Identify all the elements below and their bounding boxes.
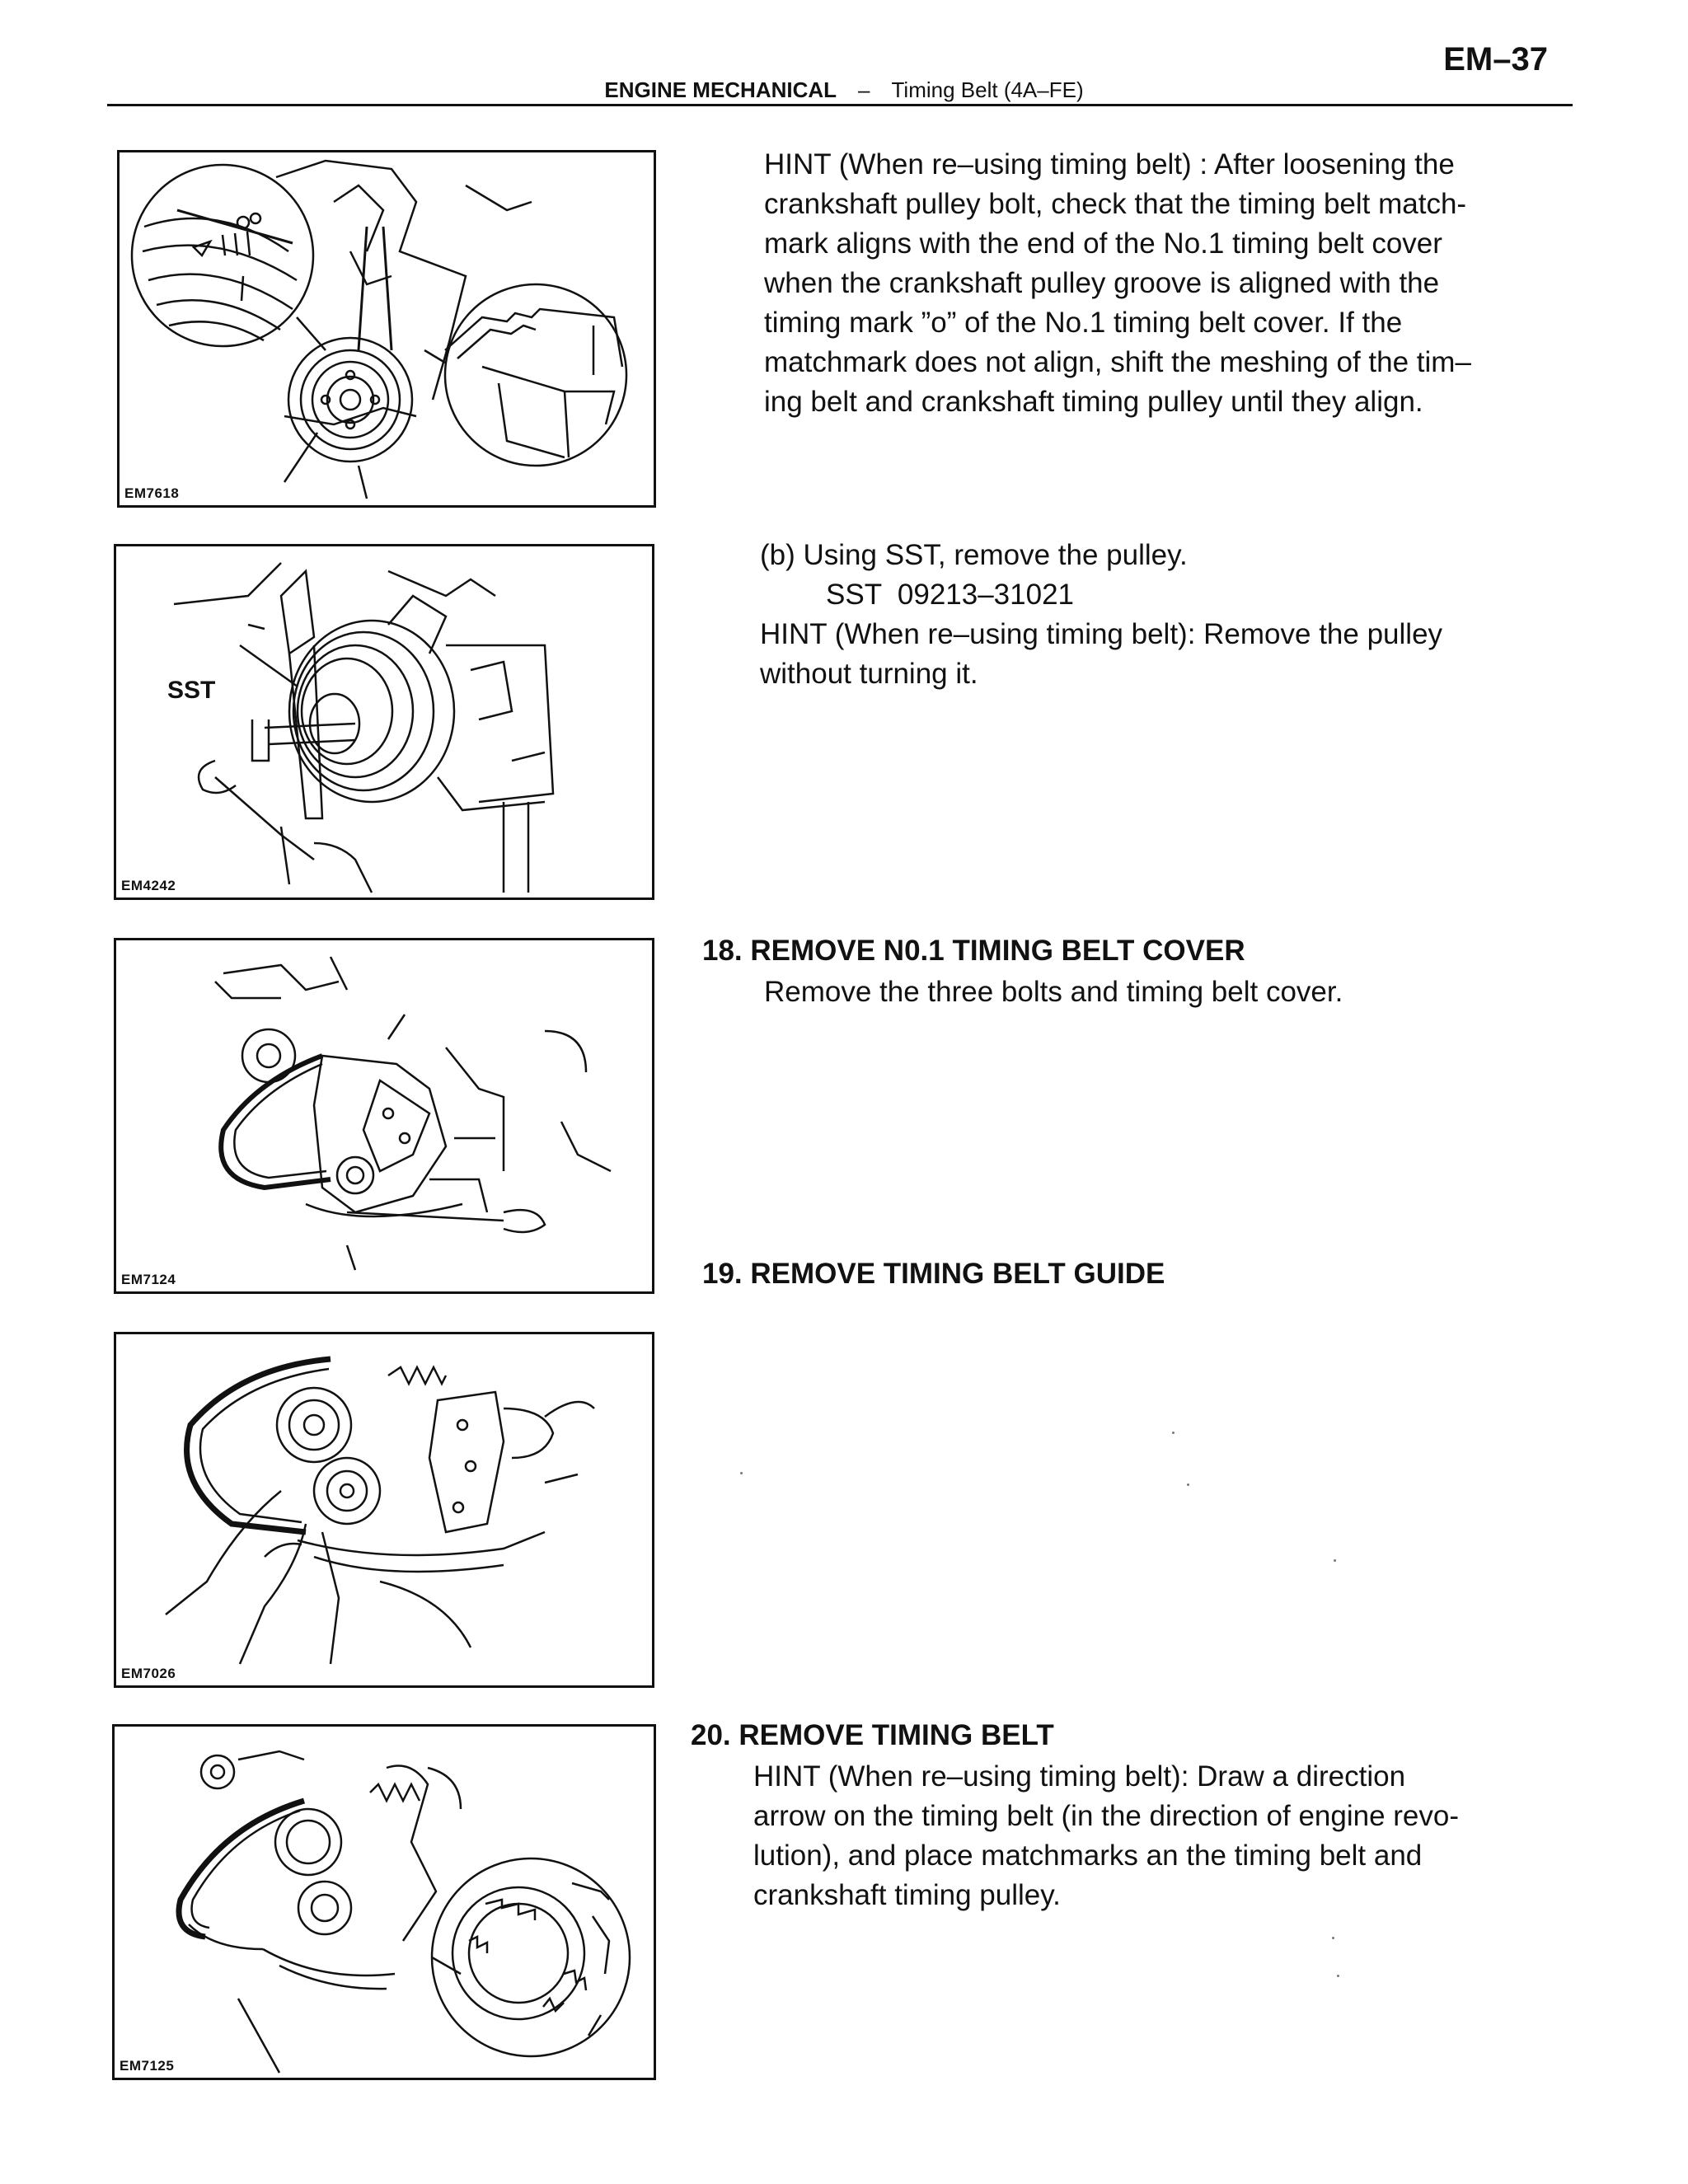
text-line: arrow on the timing belt (in the directi… (753, 1800, 1460, 1832)
figure-code: EM7618 (124, 485, 180, 501)
text-line: when the crankshaft pulley groove is ali… (764, 267, 1440, 299)
step-19-heading: 19. REMOVE TIMING BELT GUIDE (702, 1258, 1165, 1290)
text-line: lution), and place matchmarks an the tim… (753, 1840, 1423, 1872)
step-20-hint: HINT (When re–using timing belt): Draw a… (753, 1757, 1459, 1915)
text-line: matchmark does not align, shift the mesh… (764, 346, 1471, 378)
figure-em7124: EM7124 (114, 938, 654, 1294)
header-separator: – (858, 77, 870, 102)
figure-em7026: EM7026 (114, 1332, 654, 1688)
timing-belt-guide-illustration (165, 1356, 595, 1665)
figure-em7618: EM7618 (117, 150, 656, 508)
scan-speck (1334, 1559, 1336, 1562)
step-b-block: (b) Using SST, remove the pulley. SST 09… (760, 536, 1442, 694)
step-18-text: Remove the three bolts and timing belt c… (764, 976, 1343, 1008)
figure-code: EM7125 (120, 2058, 175, 2074)
sst-callout: SST (167, 677, 216, 704)
timing-belt-removal-illustration (176, 1750, 631, 2074)
hint-reuse-block-1: HINT (When re–using timing belt) : After… (764, 145, 1471, 422)
text-line: HINT (When re–using timing belt) : After… (764, 148, 1455, 180)
pulley-removal-illustration (173, 562, 555, 893)
text-line: mark aligns with the end of the No.1 tim… (764, 227, 1442, 260)
crankshaft-pulley-illustration (130, 159, 628, 499)
page-number: EM–37 (1443, 41, 1548, 77)
scan-speck (1187, 1483, 1189, 1486)
step-18-heading: 18. REMOVE N0.1 TIMING BELT COVER (702, 935, 1245, 967)
header-rule (107, 104, 1573, 106)
scan-speck (1337, 1975, 1339, 1977)
text-line: ing belt and crankshaft timing pulley un… (764, 386, 1423, 418)
scan-speck (1332, 1937, 1334, 1939)
text-line: HINT (When re–using timing belt): Draw a… (753, 1760, 1406, 1793)
section-title: ENGINE MECHANICAL (604, 77, 837, 102)
figure-code: EM7026 (121, 1666, 176, 1681)
figure-code: EM4242 (121, 878, 176, 893)
figure-em4242: SST EM4242 (114, 544, 654, 900)
text-line: without turning it. (760, 658, 978, 690)
running-head: ENGINE MECHANICAL–Timing Belt (4A–FE) (0, 77, 1688, 103)
sst-number: SST 09213–31021 (826, 579, 1075, 611)
subsection-title: Timing Belt (4A–FE) (891, 77, 1084, 102)
scan-speck (1172, 1432, 1175, 1434)
text-line: HINT (When re–using timing belt): Remove… (760, 618, 1443, 650)
timing-belt-cover-illustration (214, 956, 612, 1271)
text-line: crankshaft timing pulley. (753, 1879, 1061, 1911)
step-b-text: (b) Using SST, remove the pulley. (760, 539, 1188, 571)
step-20-heading: 20. REMOVE TIMING BELT (691, 1719, 1054, 1751)
scan-speck (740, 1472, 743, 1474)
figure-code: EM7124 (121, 1272, 176, 1287)
text-line: crankshaft pulley bolt, check that the t… (764, 188, 1467, 220)
text-line: timing mark ”o” of the No.1 timing belt … (764, 307, 1403, 339)
figure-em7125: EM7125 (112, 1724, 656, 2080)
